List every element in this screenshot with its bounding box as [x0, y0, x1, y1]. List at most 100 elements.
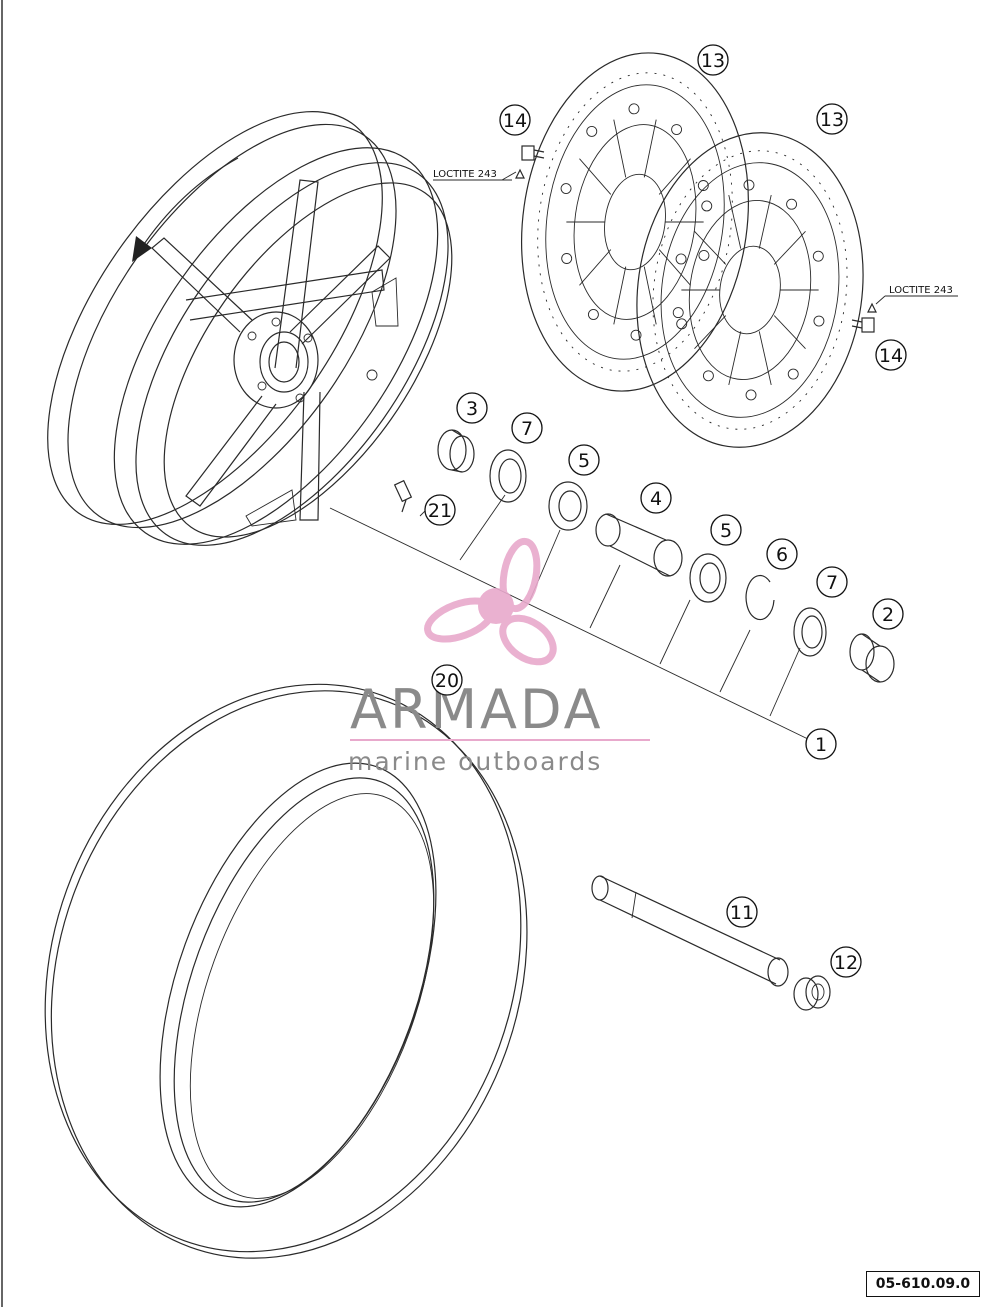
brake-disc-left [520, 52, 750, 392]
disc-spoke [758, 331, 772, 386]
spacer-part-2 [849, 633, 895, 683]
callout-c14a: 14 [499, 104, 531, 136]
disc-rivet [813, 315, 825, 327]
callout-circle [872, 598, 904, 630]
callout-c13a: 13 [697, 44, 729, 76]
shaft-seal-7b [793, 607, 827, 657]
disc-spoke [758, 194, 772, 249]
wheel-spindle-11 [591, 875, 789, 987]
callout-circle [830, 946, 862, 978]
callout-circle [875, 339, 907, 371]
disc-rivet [587, 309, 599, 320]
disc-spoke [579, 249, 612, 286]
callout-c1: 1 [805, 728, 837, 760]
disc-spoke [728, 194, 742, 249]
bearing-5b [689, 553, 727, 603]
disc-rivet [697, 180, 709, 191]
disc-rivet [676, 318, 688, 330]
disc-bolt-lower [851, 302, 877, 333]
callout-c7b: 7 [816, 566, 848, 598]
callout-c20: 20 [431, 664, 463, 696]
tire-20 [44, 683, 528, 1259]
disc-rivet [745, 389, 757, 401]
callout-number: 7 [826, 572, 838, 594]
disc-rivet [675, 253, 687, 265]
tire-valve-21 [393, 479, 413, 513]
callout-c2: 2 [872, 598, 904, 630]
callout-number: 13 [701, 50, 725, 72]
callout-number: 20 [435, 670, 459, 692]
disc-rivet [560, 183, 572, 195]
disc-spoke [658, 249, 691, 286]
disc-rivet [702, 370, 714, 382]
callout-circle [710, 514, 742, 546]
disc-rivet [630, 329, 642, 341]
disc-spoke [643, 119, 657, 178]
bearing-5a [548, 481, 588, 531]
callout-circle [766, 538, 798, 570]
callout-c11: 11 [726, 896, 758, 928]
assembly-axis [329, 507, 811, 741]
watermark-logo [424, 537, 557, 666]
callout-c13b: 13 [816, 103, 848, 135]
disc-rivet [743, 179, 755, 191]
spacer-part-3 [437, 429, 475, 473]
disc-spoke [579, 158, 612, 195]
wheel-rim [47, 111, 453, 546]
callout-c6: 6 [766, 538, 798, 570]
callout-number: 14 [879, 345, 903, 367]
disc-spoke [658, 158, 691, 195]
callout-circle [568, 444, 600, 476]
svg-text:LOCTITE 243: LOCTITE 243 [433, 169, 497, 180]
distance-sleeve-4 [595, 513, 683, 577]
watermark-subtitle: marine outboards [348, 747, 602, 776]
callout-number: 14 [503, 110, 527, 132]
disc-rivet [786, 198, 798, 210]
disc-rivet [671, 124, 683, 135]
callout-number: 11 [730, 902, 754, 924]
loctite-note-left: LOCTITE 243 [433, 169, 517, 181]
diagram-code: 05-610.09.0 [866, 1271, 980, 1297]
disc-spoke [694, 315, 727, 349]
svg-text:LOCTITE 243: LOCTITE 243 [889, 285, 953, 296]
circlip-6 [745, 575, 775, 621]
disc-spoke [694, 231, 727, 265]
callout-circle [640, 482, 672, 514]
watermark-title: ARMADA [350, 678, 604, 741]
callout-number: 13 [820, 109, 844, 131]
callout-circle [816, 103, 848, 135]
callout-number: 21 [428, 500, 452, 522]
callout-c21: 21 [424, 494, 456, 526]
disc-rivet [586, 125, 598, 137]
shaft-seal-7a [489, 449, 527, 503]
callout-circle [697, 44, 729, 76]
callout-circle [816, 566, 848, 598]
callout-number: 7 [521, 418, 533, 440]
disc-rivet [698, 249, 710, 261]
disc-rivet [812, 250, 824, 262]
callout-number: 2 [882, 604, 894, 626]
callout-circle [456, 392, 488, 424]
brake-disc-right [636, 132, 864, 448]
disc-spoke [613, 266, 627, 325]
callout-circle [511, 412, 543, 444]
loctite-note-right: LOCTITE 243 [875, 285, 958, 305]
disc-rivet [628, 103, 640, 115]
disc-rivet [561, 253, 573, 264]
callout-c5a: 5 [568, 444, 600, 476]
disc-spoke [643, 266, 657, 325]
callout-number: 3 [466, 398, 478, 420]
disc-rivet [787, 368, 799, 380]
callout-circle [499, 104, 531, 136]
disc-rivet [701, 200, 713, 212]
disc-spoke [613, 119, 627, 178]
disc-rivet [672, 307, 684, 319]
callout-number: 4 [650, 488, 662, 510]
callout-c4: 4 [640, 482, 672, 514]
callout-c5b: 5 [710, 514, 742, 546]
callout-number: 5 [720, 520, 732, 542]
disc-bolt-upper [515, 145, 545, 179]
